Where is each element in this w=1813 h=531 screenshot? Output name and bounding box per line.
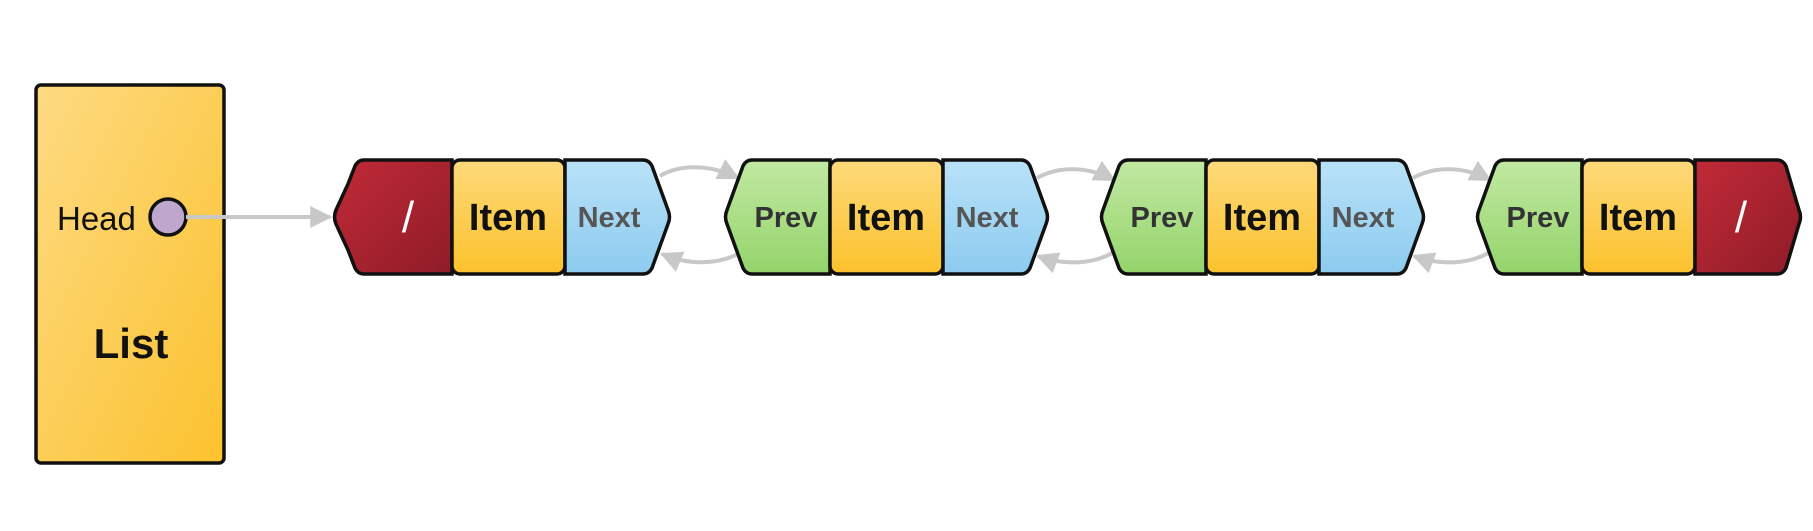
head-pointer-dot[interactable] [148,197,188,237]
node-4-prev-cell [1475,158,1584,276]
node-3-prev-label: Prev [1131,202,1194,234]
node-2-prev-label: Prev [755,202,818,234]
node-3-next-label: Next [1332,202,1395,234]
node-1-item-label: Item [469,197,547,239]
node-2-next-label: Next [956,202,1019,234]
node-1: / Item Next [332,158,672,276]
node-1-next-label: Next [578,202,641,234]
list-box: Head List [34,83,226,465]
node-2-to-node-3-next-arrow [1036,160,1116,182]
node-4-item-label: Item [1599,197,1677,239]
node-3-item-label: Item [1223,197,1301,239]
node-1-next-cell [563,158,672,276]
node-2-to-node-1-prev-arrow [659,251,739,272]
node-4-to-node-3-prev-arrow [1411,250,1492,274]
node-3: Prev Item Next [1099,158,1426,276]
node-1-null-prev-label: / [402,193,415,242]
list-title: List [94,320,169,367]
node-4-null-next-label: / [1735,193,1748,242]
node-3-next-cell [1317,158,1426,276]
head-label: Head [57,200,136,237]
node-2: Prev Item Next [723,158,1050,276]
node-3-to-node-2-prev-arrow [1035,250,1116,274]
node-2-prev-cell [723,158,832,276]
node-4-null-next-cell [1693,158,1803,276]
node-1-null-prev-cell [332,158,454,276]
node-4: Prev Item / [1475,158,1803,276]
node-2-next-cell [941,158,1050,276]
node-1-to-node-2-next-arrow [658,159,740,180]
list-box-body [34,83,226,465]
node-3-prev-cell [1099,158,1208,276]
node-2-item-label: Item [847,197,925,239]
node-4-prev-label: Prev [1507,202,1570,234]
node-3-to-node-4-next-arrow [1412,160,1492,182]
